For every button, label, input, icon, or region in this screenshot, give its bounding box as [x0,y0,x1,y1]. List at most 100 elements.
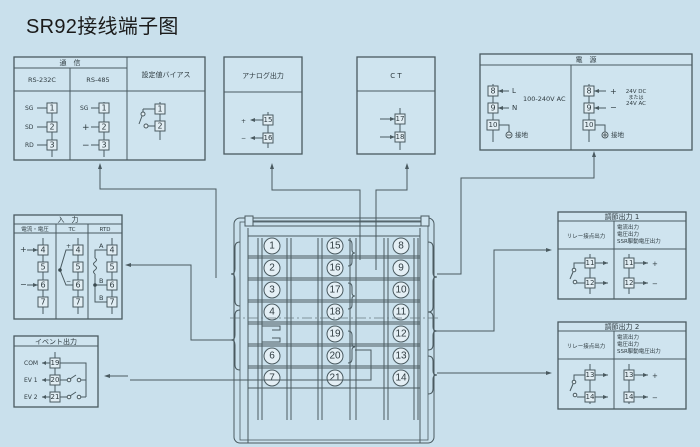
svg-text:7: 7 [75,298,80,307]
terminal-label-17: 17 [329,285,341,296]
terminal-9 [392,259,410,277]
svg-text:9: 9 [586,104,591,113]
svg-text:7: 7 [109,298,114,307]
svg-text:5: 5 [109,263,114,272]
event-output-panel: イベント出力 COM 19 EV 1 20 EV 2 21 [13,335,99,408]
svg-text:RD: RD [25,142,34,149]
ac-ground-label: 接地 [515,130,529,139]
svg-text:COM: COM [24,360,38,367]
svg-text:6: 6 [75,281,80,290]
rs232c-pin-3: RD 3 [25,139,58,151]
terminal-label-19: 19 [329,329,341,340]
svg-text:−: − [82,141,90,151]
terminal-16 [326,259,344,277]
svg-text:調節出力 2: 調節出力 2 [605,322,640,331]
terminal-19 [326,325,344,343]
svg-text:SD: SD [25,124,34,131]
svg-text:−: − [66,278,71,285]
rs232c-pin-2: SD 2 [25,121,58,133]
rs232c-pin-1: SG 1 [25,102,58,114]
terminal-label-8: 8 [398,241,404,252]
svg-text:EV 2: EV 2 [24,394,38,401]
terminal-18 [326,303,344,321]
svg-text:SSR駆動電圧出力: SSR駆動電圧出力 [617,237,661,245]
terminal-label-18: 18 [329,307,341,318]
input-header: 入 力 [58,215,79,224]
terminal-label-21: 21 [329,373,341,384]
terminal-label-3: 3 [269,285,275,296]
svg-text:B: B [99,277,103,285]
svg-text:8: 8 [586,87,591,96]
svg-text:+: + [66,243,71,250]
svg-text:12: 12 [586,279,595,287]
svg-text:−: − [610,103,617,112]
svg-text:4: 4 [109,246,114,255]
terminal-10 [392,281,410,299]
terminal-label-10: 10 [395,285,407,296]
terminal-3 [263,281,281,299]
svg-text:+: + [610,87,617,96]
terminal-6 [263,347,281,365]
svg-text:10: 10 [489,121,498,129]
svg-text:3: 3 [101,141,106,150]
setpoint-bias-switch: 1 2 [138,102,166,140]
terminal-label-13: 13 [395,351,407,362]
input-panel: 入 力 電流・電圧 TC RTD 4 5 6 7 + − 4 5 6 7 + − [13,214,123,320]
communication-panel: 通 信 RS-232C RS-485 設定値バイアス SG 1 SD 2 RD … [13,56,206,161]
input-rtd: 4 5 6 7 A B B [93,238,118,314]
svg-text:11: 11 [586,259,595,267]
svg-text:24V DC: 24V DC [626,89,647,95]
event-com: COM 19 [24,357,61,369]
rs485-pin-2: + 2 [82,121,110,133]
svg-text:L: L [512,87,516,95]
svg-text:調節出力 1: 調節出力 1 [605,212,640,221]
svg-text:24V AC: 24V AC [626,101,646,107]
input-tc: 4 5 6 7 + − [58,238,84,314]
event-ev1: EV 1 20 [24,374,61,386]
svg-text:13: 13 [586,371,595,379]
terminal-8 [392,237,410,255]
terminal-13 [392,347,410,365]
svg-text:16: 16 [264,134,273,142]
ct-terminal-17: 17 [380,113,406,125]
svg-text:リレー接点出力: リレー接点出力 [567,232,606,240]
svg-text:1: 1 [157,105,162,114]
svg-text:−: − [652,280,658,288]
svg-text:20: 20 [51,376,60,384]
ac-voltage-label: 100-240V AC [523,95,566,103]
svg-text:2: 2 [101,123,106,132]
terminal-17 [326,281,344,299]
svg-text:+: + [652,260,658,268]
terminal-11 [392,303,410,321]
terminal-label-16: 16 [329,263,341,274]
terminal-label-12: 12 [395,329,407,340]
svg-text:−: − [20,280,27,289]
terminal-5-bridge [262,325,281,343]
terminal-20 [326,347,344,365]
svg-text:3: 3 [49,141,54,150]
ct-terminal-18: 18 [380,131,406,143]
rs485-pin-1: SG 1 [80,102,110,114]
svg-text:電圧出力: 電圧出力 [617,230,639,238]
svg-text:+: + [20,245,27,254]
svg-text:14: 14 [586,393,595,401]
svg-text:または: または [628,95,643,101]
svg-text:12: 12 [625,279,634,287]
svg-text:電流出力: 電流出力 [617,333,639,341]
rs485-pin-3: − 3 [82,139,110,151]
terminal-14 [392,369,410,387]
control-output-2-panel: 調節出力 2 リレー接点出力 電流出力 電圧出力 SSR駆動電圧出力 13 14… [557,321,687,410]
svg-text:17: 17 [396,115,405,123]
setpoint-bias-header: 設定値バイアス [142,70,191,79]
svg-text:SG: SG [80,105,89,112]
svg-text:6: 6 [40,281,45,290]
svg-text:電流・電圧: 電流・電圧 [21,225,49,233]
svg-text:6: 6 [109,281,114,290]
svg-text:4: 4 [40,246,45,255]
svg-text:8: 8 [490,87,495,96]
svg-text:4: 4 [75,246,80,255]
svg-text:EV 1: EV 1 [24,377,38,384]
control-output-1-panel: 調節出力 1 リレー接点出力 電流出力 電圧出力 SSR駆動電圧出力 11 12… [557,211,687,300]
terminal-label-6: 6 [269,351,275,362]
terminal-label-20: 20 [329,351,341,362]
